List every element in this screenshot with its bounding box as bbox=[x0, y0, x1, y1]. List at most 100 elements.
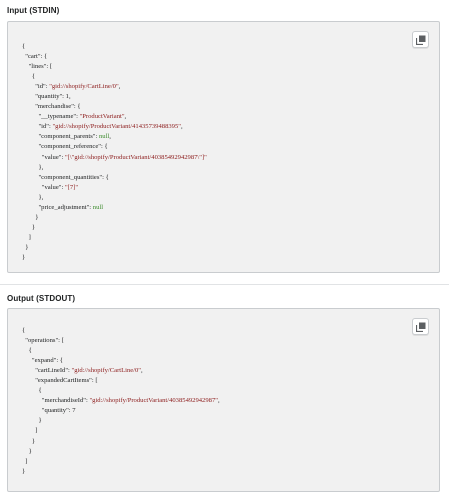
code-line: "cartLineId": "gid://shopify/CartLine/0"… bbox=[22, 367, 143, 375]
code-line: "component_quantities": { bbox=[22, 173, 109, 181]
code-token: , bbox=[141, 367, 143, 375]
code-token: "component_parents": bbox=[22, 133, 99, 141]
code-line: "price_adjustment": null bbox=[22, 204, 103, 211]
code-token: } bbox=[22, 437, 36, 445]
code-line: "cart": { bbox=[22, 53, 47, 60]
code-token: "id": bbox=[22, 83, 50, 91]
code-line: "merchandise": { bbox=[22, 103, 81, 111]
code-token: ] bbox=[22, 427, 38, 435]
code-token: } bbox=[22, 253, 26, 261]
code-string: "[7]" bbox=[64, 183, 79, 191]
code-line: } bbox=[22, 468, 25, 475]
code-null: null bbox=[98, 133, 110, 141]
code-line: } bbox=[22, 214, 38, 221]
code-line: ] bbox=[22, 457, 28, 465]
code-token: "lines": [ bbox=[22, 63, 53, 71]
output-code-text: { "operations": [ { "expand": { "cartLin… bbox=[22, 326, 220, 477]
code-line: } bbox=[22, 417, 42, 425]
code-token: "merchandiseId": bbox=[22, 397, 90, 405]
code-line: { bbox=[22, 73, 35, 80]
code-token: "operations": [ bbox=[22, 337, 64, 345]
code-line: "component_parents": null, bbox=[22, 133, 111, 141]
code-string: "gid://shopify/ProductVariant/4038549294… bbox=[89, 397, 218, 405]
code-token: "expandedCartItems": [ bbox=[22, 377, 98, 385]
code-line: } bbox=[22, 448, 32, 455]
code-line: "operations": [ bbox=[22, 337, 64, 344]
code-line: }, bbox=[22, 194, 43, 201]
copy-icon bbox=[416, 35, 426, 45]
code-token: "quantity": 7 bbox=[22, 407, 76, 415]
code-token: "cartLineId": bbox=[22, 367, 72, 375]
code-token: "expand": { bbox=[22, 357, 63, 365]
code-token: ] bbox=[22, 233, 31, 241]
code-token: } bbox=[22, 243, 29, 251]
code-token: "value": bbox=[22, 183, 65, 191]
code-line: ] bbox=[22, 427, 37, 434]
code-line: ] bbox=[22, 234, 31, 241]
code-string: "gid://shopify/CartLine/0" bbox=[71, 367, 141, 375]
code-line: "expand": { bbox=[22, 357, 63, 364]
code-line: "value": "[\"gid://shopify/ProductVarian… bbox=[22, 154, 207, 161]
code-token: } bbox=[22, 447, 32, 455]
code-token: "merchandise": { bbox=[22, 103, 81, 111]
code-token: "id": bbox=[22, 123, 53, 131]
code-line: { bbox=[22, 327, 25, 334]
code-token: "__typename": bbox=[22, 113, 80, 121]
code-token: { bbox=[22, 327, 26, 334]
code-token: { bbox=[22, 73, 36, 81]
code-line: "__typename": "ProductVariant", bbox=[22, 113, 126, 120]
code-token: }, bbox=[22, 193, 44, 201]
code-token: , bbox=[180, 123, 183, 131]
code-line: "id": "gid://shopify/CartLine/0", bbox=[22, 83, 120, 90]
code-token: ] bbox=[22, 457, 28, 465]
code-string: "ProductVariant" bbox=[79, 113, 125, 121]
copy-icon bbox=[416, 322, 426, 332]
code-line: "component_reference": { bbox=[22, 143, 108, 151]
code-token: } bbox=[22, 467, 26, 475]
code-token: }, bbox=[22, 163, 44, 171]
code-token: } bbox=[22, 213, 39, 221]
code-line: }, bbox=[22, 164, 43, 171]
code-token: "value": bbox=[22, 153, 65, 161]
code-token: "price_adjustment": bbox=[22, 203, 93, 211]
code-line: "id": "gid://shopify/ProductVariant/4143… bbox=[22, 123, 183, 131]
code-string: "[\"gid://shopify/ProductVariant/4038549… bbox=[64, 153, 207, 161]
code-line: "quantity": 7 bbox=[22, 407, 76, 414]
code-token: } bbox=[22, 417, 42, 425]
input-copy-button[interactable] bbox=[412, 31, 429, 48]
code-token: , bbox=[109, 133, 111, 141]
input-code-block: { "cart": { "lines": [ { "id": "gid://sh… bbox=[7, 21, 440, 273]
code-token: "quantity": 1, bbox=[22, 93, 71, 101]
code-null: null bbox=[92, 203, 104, 211]
code-string: "gid://shopify/ProductVariant/4143573948… bbox=[52, 123, 181, 131]
code-line: } bbox=[22, 438, 35, 445]
code-token: "component_quantities": { bbox=[22, 173, 109, 181]
output-section-title: Output (STDOUT) bbox=[7, 294, 76, 303]
code-line: { bbox=[22, 387, 42, 395]
code-token: { bbox=[22, 347, 32, 355]
code-line: } bbox=[22, 254, 25, 261]
output-copy-button[interactable] bbox=[412, 318, 429, 335]
section-divider bbox=[0, 284, 449, 285]
code-line: } bbox=[22, 244, 28, 251]
code-token: { bbox=[22, 43, 26, 50]
code-token: "component_reference": { bbox=[22, 143, 108, 151]
code-line: { bbox=[22, 43, 25, 50]
input-code-text: { "cart": { "lines": [ { "id": "gid://sh… bbox=[22, 42, 207, 263]
code-string: "gid://shopify/CartLine/0" bbox=[49, 83, 119, 91]
code-line: "quantity": 1, bbox=[22, 93, 71, 101]
output-code-block: { "operations": [ { "expand": { "cartLin… bbox=[7, 308, 440, 492]
code-token: , bbox=[217, 397, 220, 405]
code-line: "merchandiseId": "gid://shopify/ProductV… bbox=[22, 397, 220, 404]
code-token: { bbox=[22, 387, 42, 395]
code-line: "lines": [ bbox=[22, 63, 53, 71]
code-token: , bbox=[118, 83, 121, 91]
code-line: "expandedCartItems": [ bbox=[22, 377, 98, 385]
code-token: } bbox=[22, 223, 36, 231]
code-token: "cart": { bbox=[22, 53, 48, 61]
input-section-title: Input (STDIN) bbox=[7, 6, 60, 15]
code-token: , bbox=[124, 113, 127, 121]
code-line: } bbox=[22, 224, 35, 231]
code-line: "value": "[7]" bbox=[22, 184, 78, 191]
code-line: { bbox=[22, 347, 32, 354]
